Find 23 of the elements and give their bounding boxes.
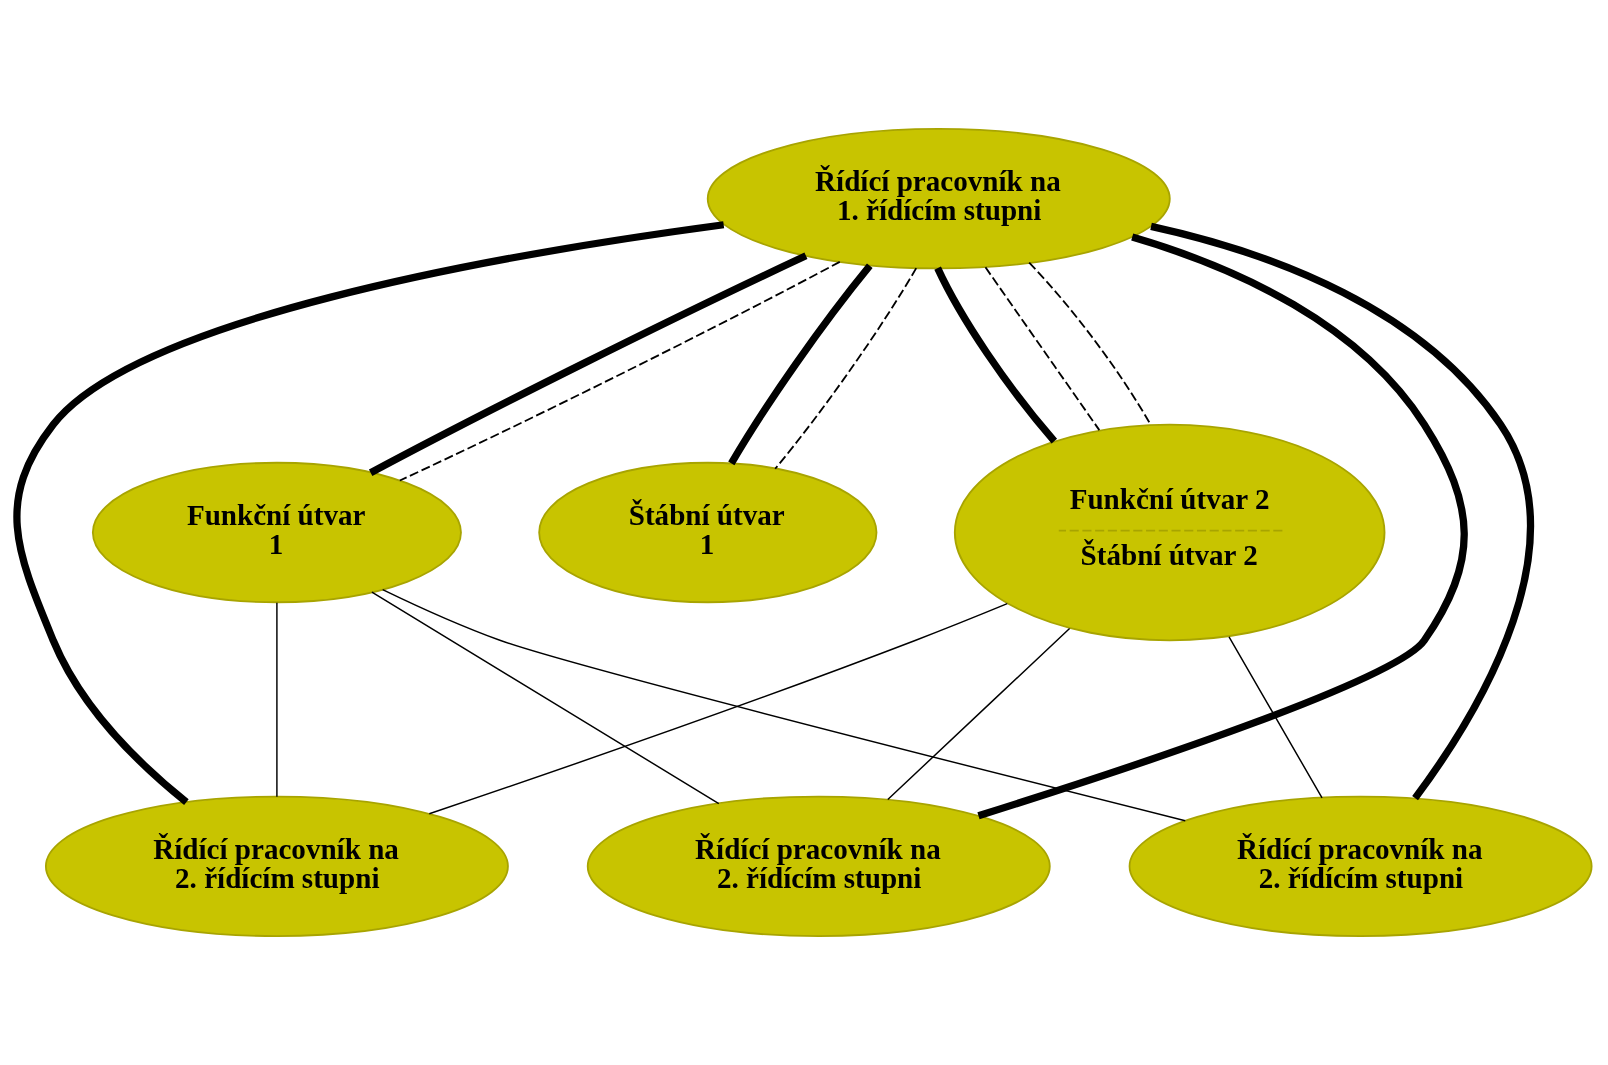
node-ellipse: Štábní útvar 1 <box>538 461 878 604</box>
connector <box>774 267 918 470</box>
connector <box>381 588 1186 822</box>
connector <box>728 263 873 466</box>
node-ellipse: Řídící pracovník na 1. řídícím stupni <box>706 128 1171 270</box>
connector <box>276 602 278 798</box>
node-ellipse: Řídící pracovník na 2. řídícím stupni <box>1128 795 1593 937</box>
connector <box>984 266 1101 431</box>
connector <box>1028 261 1152 426</box>
connector <box>934 266 1058 444</box>
connector <box>398 260 841 482</box>
connector <box>977 233 1468 820</box>
node-ellipse: Řídící pracovník na 2. řídícím stupni <box>44 795 509 937</box>
connector <box>428 602 1008 815</box>
node-ellipse: Řídící pracovník na 2. řídícím stupni <box>586 795 1051 937</box>
connector <box>13 221 725 805</box>
connector <box>368 252 808 476</box>
connector <box>1228 636 1323 799</box>
connector <box>371 591 720 805</box>
node-ellipse: Funkční útvar 2 Štábní útvar 2 <box>953 423 1386 642</box>
node-ellipse: Funkční útvar 1 <box>91 461 462 604</box>
connector <box>1150 222 1534 801</box>
connector <box>887 627 1071 801</box>
